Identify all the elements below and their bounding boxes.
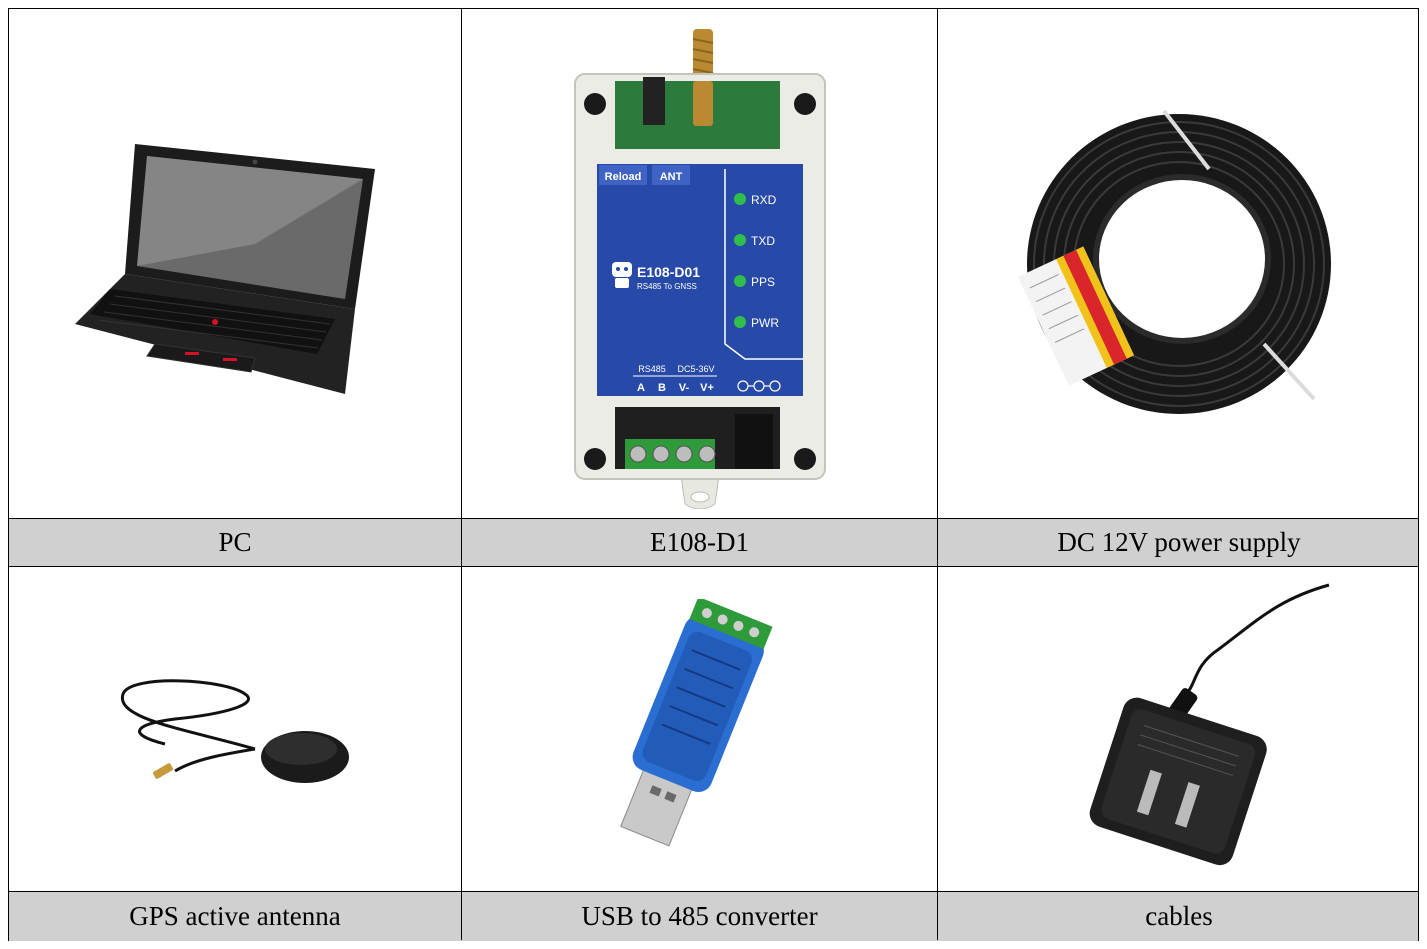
usb-converter-image-cell	[462, 567, 937, 891]
rxd-led-icon	[733, 192, 746, 205]
txd-led-icon	[733, 233, 746, 246]
txd-label: TXD	[751, 234, 775, 248]
label-band-row-2	[9, 892, 1418, 941]
pc-image-cell	[9, 9, 461, 518]
rs485-label: RS485	[638, 364, 666, 374]
label-band-row-1	[9, 519, 1418, 566]
item-label-power-supply: DC 12V power supply	[1057, 527, 1301, 557]
row-divider	[9, 518, 1418, 519]
pin-a-label: A	[637, 382, 645, 394]
item-label-cables: cables	[1145, 901, 1213, 931]
cables-image-cell	[938, 567, 1420, 891]
cable-coil-icon	[1018, 109, 1331, 414]
pin-b-label: B	[658, 382, 666, 394]
model-subtitle: RS485 To GNSS	[637, 282, 697, 291]
column-divider	[461, 9, 462, 940]
power-adapter-icon	[1089, 583, 1330, 866]
usb-converter-icon	[619, 599, 773, 847]
ant-label: ANT	[659, 171, 682, 183]
pwr-label: PWR	[751, 316, 779, 330]
dc-label: DC5-36V	[677, 364, 714, 374]
pwr-led-icon	[733, 315, 746, 328]
pps-led-icon	[733, 274, 746, 287]
item-label-pc: PC	[218, 527, 252, 557]
row-divider	[9, 566, 1418, 567]
gps-antenna-icon	[120, 679, 349, 783]
item-label-usb-converter: USB to 485 converter	[581, 901, 818, 931]
laptop-icon	[75, 143, 375, 394]
power-supply-image-cell	[938, 9, 1420, 518]
item-label-e108: E108-D1	[650, 527, 749, 557]
e108-module-icon: Reload ANT RXD TXD PPS PWR E108-D01 RS48…	[573, 28, 826, 509]
e108-image-cell: Reload ANT RXD TXD PPS PWR E108-D01 RS48…	[462, 9, 937, 518]
rxd-label: RXD	[751, 193, 777, 207]
model-name: E108-D01	[637, 264, 700, 280]
row-divider	[9, 891, 1418, 892]
dc-polarity-icon	[736, 379, 781, 392]
pin-vpos-label: V+	[700, 382, 714, 394]
gps-antenna-image-cell	[9, 567, 461, 891]
equipment-table: Reload ANT RXD TXD PPS PWR E108-D01 RS48…	[8, 8, 1419, 941]
column-divider	[937, 9, 938, 940]
reload-label: Reload	[604, 171, 641, 183]
pin-vneg-label: V-	[678, 382, 689, 394]
item-label-gps-antenna: GPS active antenna	[129, 901, 341, 931]
pps-label: PPS	[751, 275, 775, 289]
robot-logo-icon	[611, 261, 632, 288]
